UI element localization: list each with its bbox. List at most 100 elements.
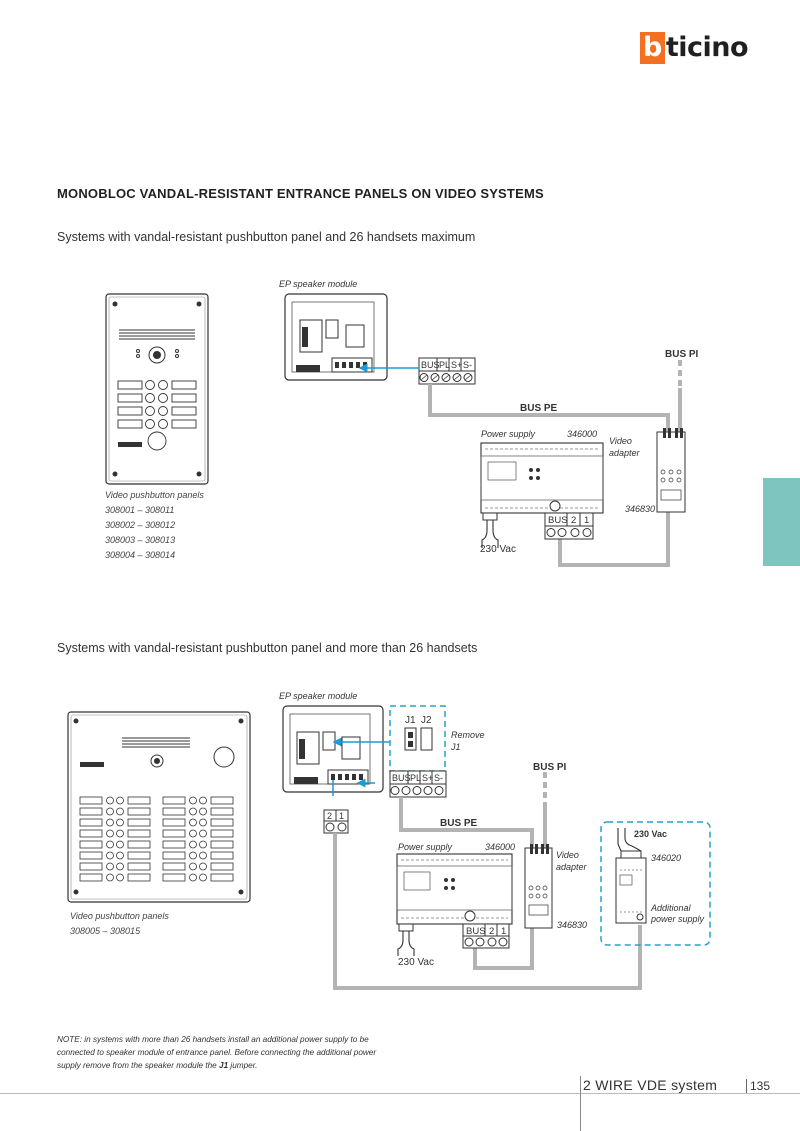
panel-caption-title-2: Video pushbutton panels — [70, 911, 169, 921]
vac-label-1: 230 Vac — [480, 544, 516, 555]
speaker-label-2: EP speaker module — [279, 691, 357, 701]
ep-speaker-module-2 — [282, 705, 384, 793]
name-label-slot — [127, 873, 151, 882]
name-label-slot — [210, 829, 234, 838]
ps-terminal-1-2: 1 — [501, 926, 506, 937]
name-label-slot — [210, 851, 234, 860]
jumper-area — [389, 705, 446, 772]
additional-power-supply-area — [600, 821, 711, 946]
call-button — [106, 807, 114, 816]
remove-label-2: J1 — [450, 742, 461, 752]
call-button — [189, 818, 197, 827]
adapter-label-1b: adapter — [609, 448, 641, 458]
name-label-slot — [162, 862, 186, 871]
name-label-slot — [79, 807, 103, 816]
bus-pe-label-2: BUS PE — [440, 818, 478, 829]
name-label-slot — [162, 829, 186, 838]
pair-terminal-1: 1 — [339, 811, 344, 821]
panel-code-2a: 308005 – 308015 — [70, 926, 141, 936]
call-button — [106, 796, 114, 805]
name-label-slot — [210, 862, 234, 871]
call-button — [116, 851, 124, 860]
call-button — [116, 873, 124, 882]
call-button — [189, 829, 197, 838]
bus-pe-label-1: BUS PE — [520, 403, 558, 414]
call-button — [106, 829, 114, 838]
bus-wires-1 — [428, 384, 682, 567]
bus-pi-label-2: BUS PI — [533, 762, 567, 773]
remove-label-1: Remove — [451, 730, 485, 740]
name-label-slot — [162, 851, 186, 860]
name-label-slot — [162, 807, 186, 816]
panel-code-1c: 308003 – 308013 — [105, 535, 176, 545]
adapter-label-2a: Video — [556, 850, 579, 860]
call-button — [199, 873, 207, 882]
call-button — [189, 840, 197, 849]
panel-code-1a: 308001 – 308011 — [105, 505, 175, 515]
panel-code-1d: 308004 – 308014 — [105, 550, 176, 560]
panel-code-1b: 308002 – 308012 — [105, 520, 176, 530]
terminal-bus-1: BUS — [421, 360, 440, 370]
name-label-slot — [210, 818, 234, 827]
adapter-code-1: 346830 — [625, 504, 655, 514]
call-button — [116, 818, 124, 827]
terminal-bus-2: BUS — [392, 773, 411, 783]
call-button — [199, 851, 207, 860]
name-label-slot — [127, 840, 151, 849]
call-button — [189, 862, 197, 871]
bus-pi-label-1: BUS PI — [665, 349, 699, 360]
vac-label-2: 230 Vac — [398, 957, 434, 968]
video-adapter-1 — [656, 428, 686, 513]
call-button — [199, 796, 207, 805]
call-button — [189, 851, 197, 860]
name-label-slot — [79, 873, 103, 882]
name-label-slot — [79, 851, 103, 860]
adapter-label-1a: Video — [609, 436, 632, 446]
call-button — [106, 818, 114, 827]
call-button — [189, 873, 197, 882]
speaker-terminal-block-1 — [418, 357, 476, 385]
speaker-label-1: EP speaker module — [279, 279, 357, 289]
adapter-label-2b: adapter — [556, 862, 588, 872]
power-supply-1 — [480, 442, 604, 540]
call-button — [116, 840, 124, 849]
jumper-j1: J1 — [405, 715, 416, 726]
panel-caption-2: Video pushbutton panels 308005 – 308015 — [70, 909, 169, 939]
panel-caption-title-1: Video pushbutton panels — [105, 490, 204, 500]
adapter-code-2: 346830 — [557, 920, 587, 930]
video-pushbutton-panel-1 — [105, 293, 209, 485]
section1-subtitle: Systems with vandal-resistant pushbutton… — [57, 230, 476, 244]
name-label-slot — [162, 818, 186, 827]
name-label-slot — [127, 829, 151, 838]
additional-power-supply — [615, 850, 647, 924]
terminal-sminus-1: S- — [463, 360, 472, 370]
call-button — [116, 829, 124, 838]
add-ps-label-2: power supply — [650, 914, 705, 924]
name-label-slot — [162, 873, 186, 882]
add-ps-label-1: Additional — [650, 903, 692, 913]
terminal-splus-1: S+ — [451, 360, 462, 370]
call-button — [199, 829, 207, 838]
name-label-slot — [162, 796, 186, 805]
add-ps-code: 346020 — [651, 853, 681, 863]
page-title: MONOBLOC VANDAL-RESISTANT ENTRANCE PANEL… — [57, 186, 544, 201]
terminal-splus-2: S+ — [422, 773, 433, 783]
name-label-slot — [210, 840, 234, 849]
footer-system-name: 2 WIRE VDE system — [583, 1077, 718, 1093]
name-label-slot — [210, 796, 234, 805]
bus-wires-2 — [333, 797, 642, 990]
name-label-slot — [79, 818, 103, 827]
name-label-slot — [127, 818, 151, 827]
panel-caption-1: Video pushbutton panels 308001 – 308011 … — [105, 488, 204, 563]
jumper-j2: J2 — [421, 715, 432, 726]
ep-speaker-module-1 — [284, 293, 388, 381]
call-button — [106, 840, 114, 849]
footer-separator — [580, 1076, 581, 1131]
pair-terminal — [323, 809, 349, 834]
page-number: 135 — [746, 1079, 770, 1093]
ps-code-2: 346000 — [485, 842, 515, 852]
power-supply-label-1: Power supply — [481, 429, 536, 439]
ps-terminal-2-1: 2 — [571, 515, 576, 526]
